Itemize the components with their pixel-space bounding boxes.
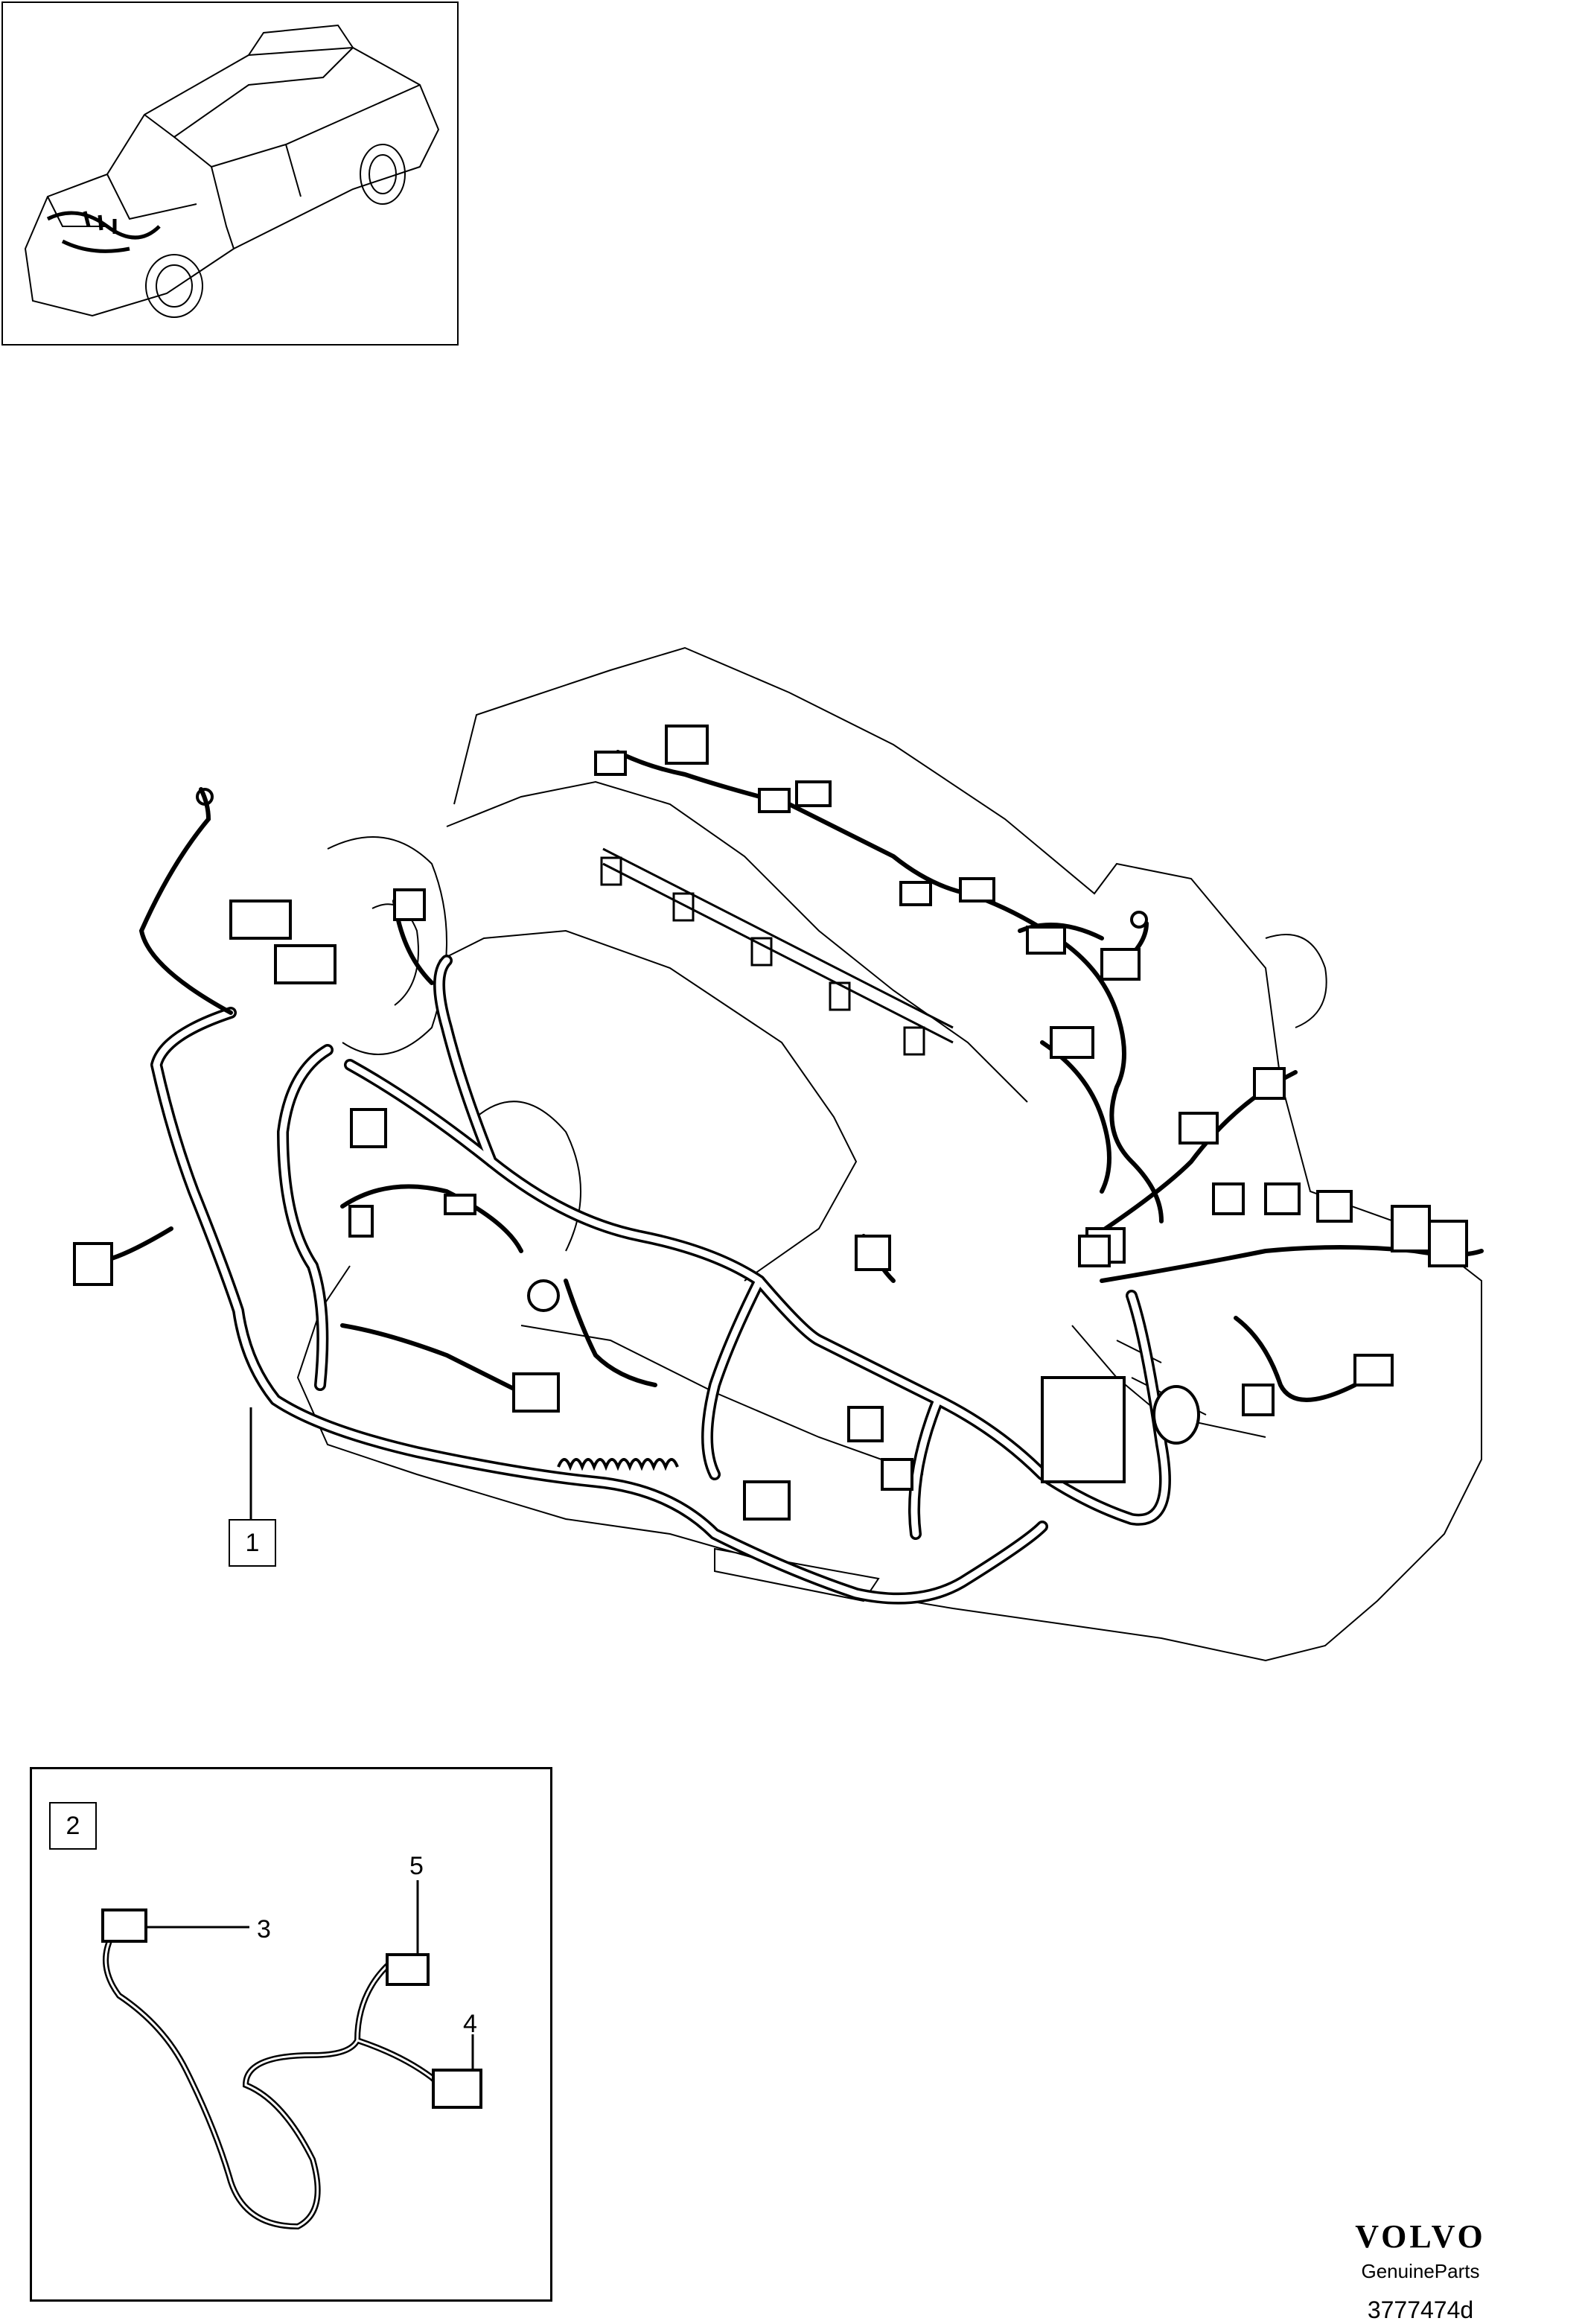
callout-4: 4 [463, 2010, 477, 2038]
connector-3 [101, 1908, 147, 1943]
inset-connectors [101, 1908, 482, 2109]
engine-block-outline [296, 646, 1482, 1662]
connector-5 [386, 1953, 430, 1986]
callout-1: 1 [229, 1519, 276, 1567]
callout-2: 2 [49, 1802, 97, 1850]
connector-4 [432, 2069, 482, 2109]
car-outline-drawing [24, 24, 440, 318]
main-harness-trunk [150, 955, 1171, 1605]
volvo-logo: VOLVO [1355, 2218, 1486, 2255]
callout-5: 5 [409, 1852, 424, 1880]
harness-connectors [73, 725, 1468, 1521]
callout-3: 3 [257, 1915, 271, 1943]
brand-tagline: GenuineParts [1361, 2260, 1480, 2282]
diagram-code: 3777474d [1367, 2296, 1474, 2323]
inset-callout-leaders [146, 1880, 474, 2070]
sub-harness-inset-frame [30, 1767, 552, 2302]
fuel-rail [600, 847, 954, 1056]
brand-block: VOLVO GenuineParts 3777474d [1324, 2218, 1517, 2324]
ground-eyelets [196, 788, 1148, 929]
harness-spring-coil [557, 1458, 679, 1471]
vehicle-overview-thumbnail [1, 1, 459, 346]
